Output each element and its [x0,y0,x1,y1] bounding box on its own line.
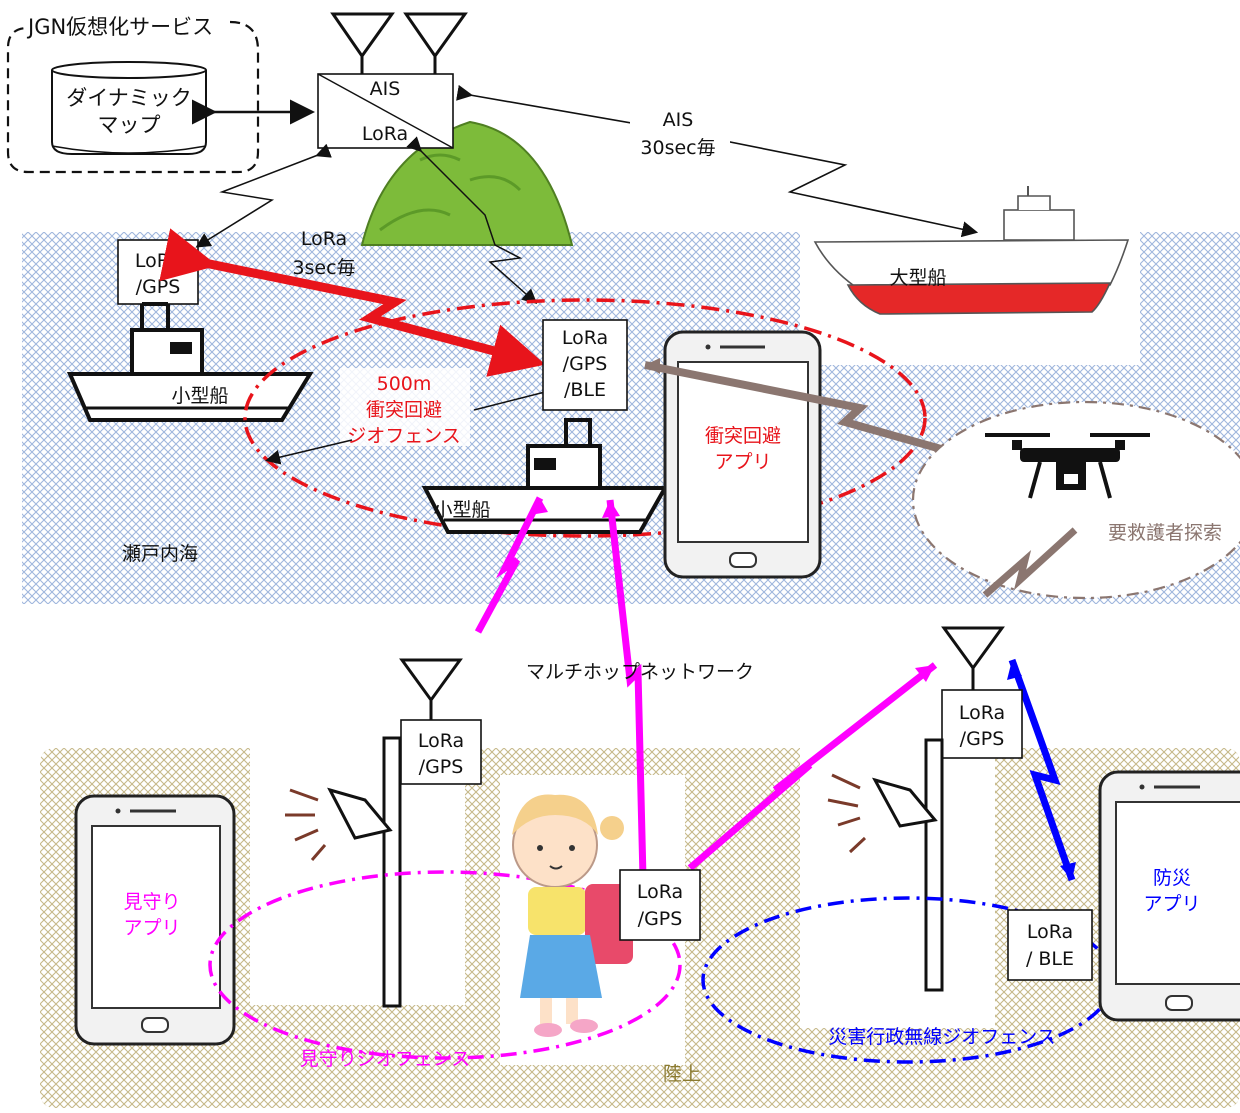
phone-drone-link-brown [644,361,1000,469]
dynamic-map-database [51,61,207,155]
child-tag [619,869,701,941]
disaster-app-phone [1098,770,1240,1022]
small-ship-left-tag-line2: /GPS [136,276,181,298]
child-tag-line2: /GPS [638,908,683,930]
small-ship-center-tag-line3: /BLE [564,379,606,401]
collision-app-label-2: アプリ [714,451,771,473]
ais-link-zigzag [456,84,979,238]
watch-geofence-label: 見守りジオフェンス [300,1048,471,1070]
geofence-pointer-line [473,391,546,411]
watch-app-label-1: 見守り [123,891,180,913]
disaster-app-label-2: アプリ [1143,893,1200,915]
pole-right-tag-line2: /GPS [960,728,1005,750]
drone-signal-zigzag [982,527,1078,598]
child-pole-link-magenta [687,662,938,871]
lora-link-left-zigzag [195,143,332,248]
pole-left-antenna-icon [399,658,463,720]
pole-left-tag-line2: /GPS [419,756,464,778]
station-lora-label: LoRa [362,123,408,145]
dynamic-map-label-1: ダイナミック [66,86,192,110]
land-label: 陸上 [663,1063,701,1085]
jgn-service-box [6,20,260,174]
ais-link-label-2: 30sec毎 [640,137,715,159]
small-ship-center-tag [542,319,628,411]
sea-label: 瀬戸内海 [122,543,198,565]
multihop-label: マルチホップネットワーク [526,661,754,683]
large-ship-label: 大型船 [889,267,946,289]
disaster-app-tag [1007,909,1093,981]
small-ship-left-tag-line1: LoRa [135,250,181,272]
disaster-geofence-label: 災害行政無線ジオフェンス [828,1026,1056,1048]
disaster-app-tag-line1: LoRa [1027,921,1073,943]
small-ship-center-tag-line1: LoRa [562,327,608,349]
pole-left-speaker-icon [285,736,402,1008]
geofence-collision-label-3: ジオフェンス [347,425,461,447]
pole-right-antenna-icon [941,626,1005,690]
ais-link-label-1: AIS [663,109,694,131]
large-ship-icon [813,186,1130,315]
pole-app-link-blue [1008,658,1076,882]
collision-app-label-1: 衝突回避 [705,425,781,447]
pole-right-tag-line1: LoRa [959,702,1005,724]
child-ship-link-magenta [474,496,544,634]
child-ship-link-magenta-2 [606,499,647,879]
lora-link-label-2: 3sec毎 [292,257,355,279]
watch-geofence-ellipse [208,870,682,1060]
small-ship-center-tag-line2: /GPS [563,353,608,375]
jgn-service-label: JGN仮想化サービス [26,15,213,39]
rescue-area-ellipse [911,400,1240,600]
pole-right-tag [941,689,1023,759]
lora-link-label-1: LoRa [301,228,347,250]
drone-icon [985,433,1150,499]
station-ais-label: AIS [370,78,401,100]
child-tag-line1: LoRa [637,881,683,903]
pole-right-speaker-icon [827,738,944,992]
child-icon [512,794,633,1037]
pole-left-tag-line1: LoRa [418,730,464,752]
dynamic-map-label-2: マップ [98,113,161,137]
geofence-collision-label-1: 500m [377,373,432,395]
ship-ship-link-red [159,228,546,377]
collision-geofence-ellipse [243,298,927,538]
geofence-collision-label-2: 衝突回避 [366,399,442,421]
base-station-box [317,73,454,149]
disaster-app-tag-line2: / BLE [1026,948,1074,970]
rescue-label: 要救護者探索 [1108,522,1222,544]
pole-left-tag [400,719,482,785]
small-ship-left-label: 小型船 [171,385,228,407]
watch-app-phone [74,794,236,1046]
disaster-app-label-1: 防災 [1153,867,1191,889]
base-station-antenna-icon [330,12,468,74]
geofence-radius-arrow [265,439,353,465]
watch-app-label-2: アプリ [123,917,180,939]
small-ship-center-label: 小型船 [433,499,490,521]
